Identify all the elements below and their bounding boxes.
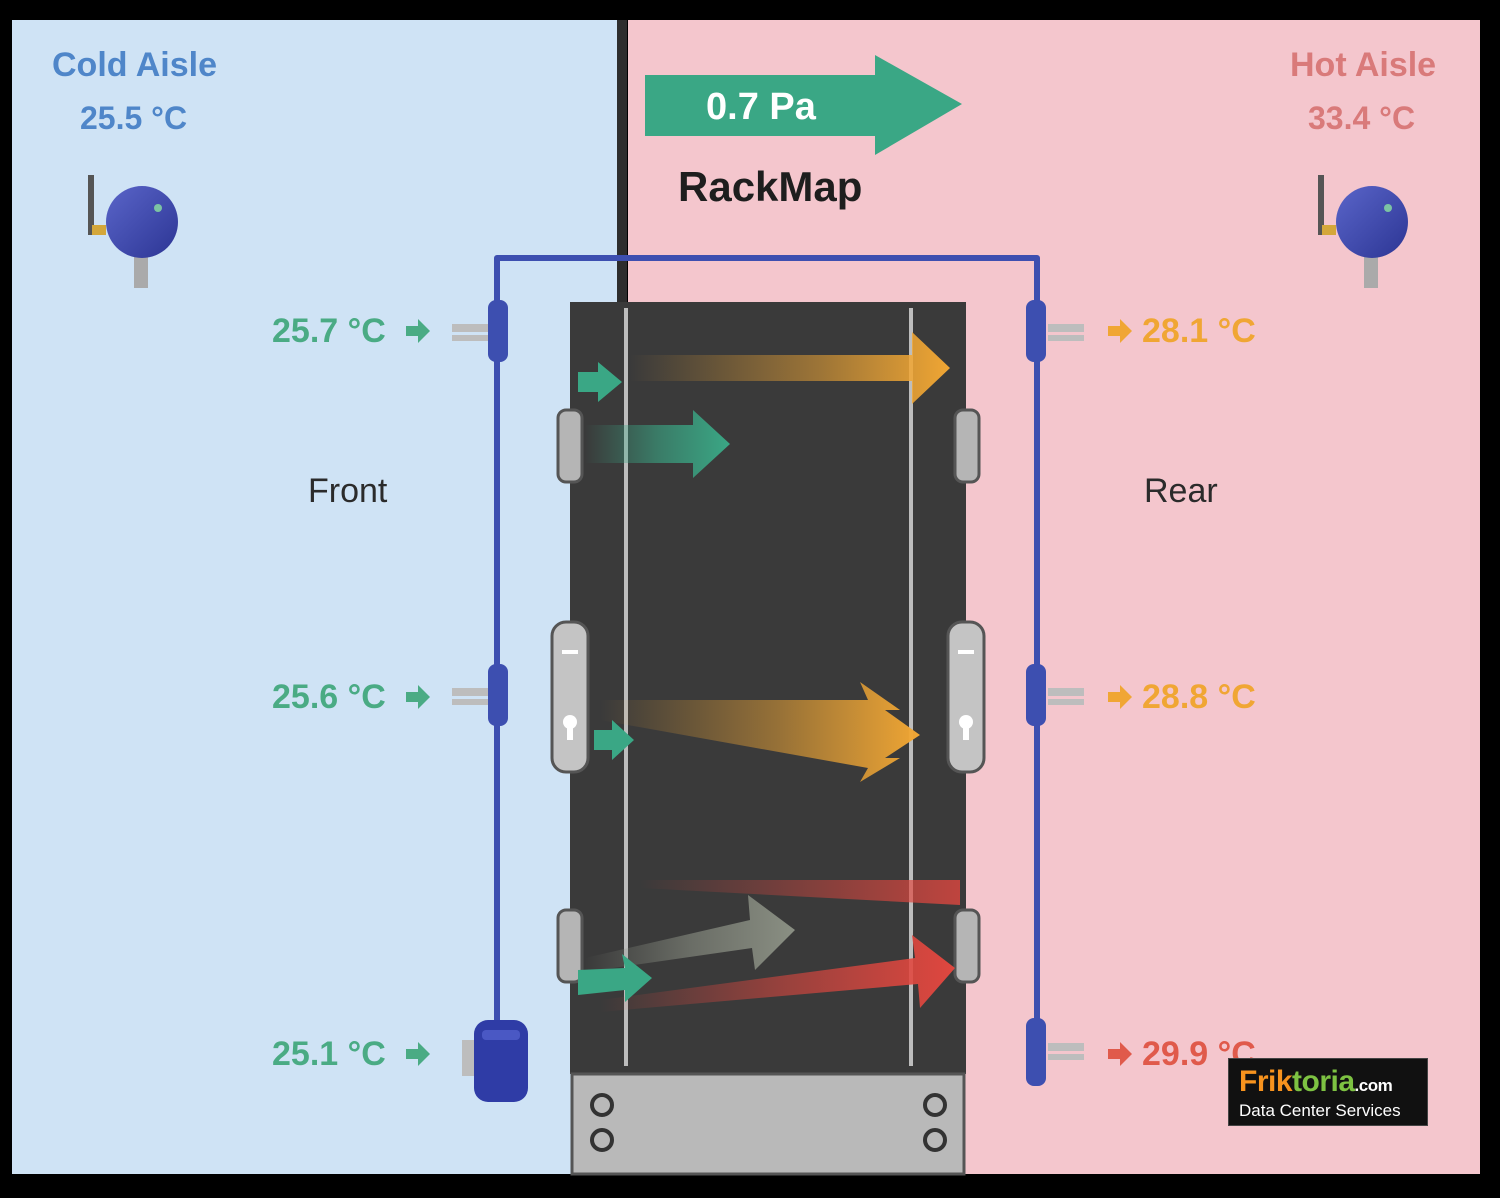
airflow-arrow-top-red-wisp [640, 880, 960, 905]
rack-door-handle-front [550, 620, 590, 774]
cold-aisle-temperature: 25.5 °C [80, 100, 188, 136]
rear-probe-2 [1026, 664, 1084, 726]
airflow-arrow-top-inner [585, 410, 730, 478]
logo-name-part1: Frik [1239, 1065, 1293, 1098]
arrow-right-icon [1108, 1042, 1132, 1066]
front-probe-1 [452, 300, 508, 362]
front-sensor-temp-top: 25.7 °C [272, 312, 386, 350]
airflow-arrow-mid-intake [594, 720, 634, 760]
pressure-arrow-icon [645, 55, 962, 155]
logo-tagline: Data Center Services [1239, 1101, 1401, 1120]
rack-hinges [556, 408, 981, 984]
cold-aisle-title: Cold Aisle [52, 46, 217, 84]
logo-name: Friktoria.com [1239, 1065, 1393, 1099]
airflow-arrow-mid-exhaust [600, 682, 920, 782]
arrow-right-icon [406, 1042, 430, 1066]
rack-left-rail [624, 308, 628, 1066]
logo-suffix: .com [1354, 1076, 1393, 1095]
arrow-right-icon [1108, 685, 1132, 709]
front-temp-arrows [406, 319, 430, 1066]
aisle-divider [617, 20, 627, 310]
rear-probes [1026, 300, 1084, 1086]
logo-name-part2: toria [1292, 1065, 1355, 1098]
cold-aisle-area [12, 20, 622, 1174]
rear-sensor-temp-middle: 28.8 °C [1142, 678, 1256, 716]
pressure-value: 0.7 Pa [706, 86, 816, 128]
airflow-arrow-top-exhaust [630, 332, 950, 404]
rear-sensor-temp-top: 28.1 °C [1142, 312, 1256, 350]
airflow-arrow-low-neutral [585, 895, 795, 972]
rear-probe-1 [1026, 300, 1084, 362]
product-name: RackMap [678, 163, 863, 210]
hot-aisle-wireless-sensor-icon [1318, 175, 1408, 288]
hot-aisle-title: Hot Aisle [1290, 46, 1437, 84]
cold-aisle-wireless-sensor-icon [88, 175, 178, 288]
arrow-right-icon [406, 319, 430, 343]
rack-door-handle-rear [946, 620, 986, 774]
rear-label: Rear [1144, 472, 1218, 510]
airflow-arrow-low-intake [578, 954, 652, 1002]
front-sensor-temp-bottom: 25.1 °C [272, 1035, 386, 1073]
front-sensor-temp-middle: 25.6 °C [272, 678, 386, 716]
front-probe-2 [452, 664, 508, 726]
hot-aisle-temperature: 33.4 °C [1308, 100, 1416, 136]
airflow-arrows [578, 332, 960, 1012]
front-label: Front [308, 472, 388, 510]
rack-right-rail [909, 308, 913, 1066]
airflow-arrow-low-hot [600, 935, 955, 1012]
rear-temp-arrows [1108, 319, 1132, 1066]
airflow-arrow-top-intake [578, 362, 622, 402]
arrow-right-icon [406, 685, 430, 709]
front-probe-3-hub [462, 1020, 528, 1102]
rack-caster-holes [590, 1093, 947, 1152]
rack-base [570, 1072, 966, 1176]
arrow-right-icon [1108, 319, 1132, 343]
friktoria-logo: Friktoria.com Data Center Services [1228, 1058, 1428, 1126]
front-probes [452, 300, 528, 1102]
rear-probe-3 [1026, 1018, 1084, 1086]
